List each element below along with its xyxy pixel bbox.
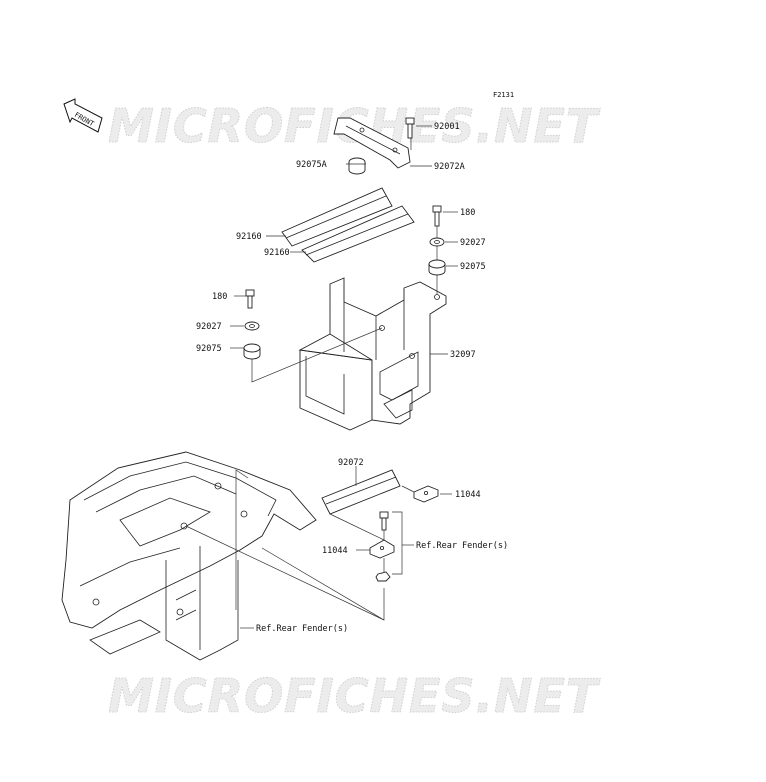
label-92075-right: 92075 (460, 262, 486, 272)
collar-92027-left (244, 321, 260, 331)
bolt-180-left (245, 289, 255, 309)
leader-lines (185, 125, 458, 629)
label-92001: 92001 (434, 122, 460, 132)
bolt-lower (379, 511, 389, 531)
nut-lower (375, 571, 391, 582)
label-92075a: 92075A (296, 160, 327, 170)
label-92027-left: 92027 (196, 322, 222, 332)
bolt-92001 (405, 117, 415, 139)
ref-rear-fender-1: Ref.Rear Fender(s) (416, 541, 508, 551)
watermark-bottom: MICROFICHES.NET (108, 669, 601, 723)
label-92072: 92072 (338, 458, 364, 468)
bracket-11044-right (413, 485, 439, 503)
label-180-left: 180 (212, 292, 227, 302)
strap-92072 (321, 469, 401, 515)
damper-92075-left (243, 343, 261, 360)
label-32097: 32097 (450, 350, 476, 360)
label-92160-a: 92160 (236, 232, 262, 242)
rear-fender (61, 451, 317, 661)
battery-case-32097 (298, 277, 447, 431)
pad-92160-a (281, 187, 393, 247)
damper-92075-right (428, 259, 446, 276)
label-11044-right: 11044 (455, 490, 481, 500)
label-92160-b: 92160 (264, 248, 290, 258)
collar-92027-right (429, 237, 445, 247)
front-arrow-icon: FRONT (63, 98, 103, 133)
label-92075-left: 92075 (196, 344, 222, 354)
pad-92160-b (301, 205, 415, 263)
label-92027-right: 92027 (460, 238, 486, 248)
bolt-180-top (432, 205, 442, 227)
label-180-top: 180 (460, 208, 475, 218)
label-11044-left: 11044 (322, 546, 348, 556)
figure-code: F2131 (493, 91, 514, 99)
bracket-92072a (333, 117, 411, 169)
damper-92075a (348, 157, 366, 175)
label-92072a: 92072A (434, 162, 465, 172)
bracket-11044-left (369, 539, 395, 559)
ref-rear-fender-2: Ref.Rear Fender(s) (256, 624, 348, 634)
